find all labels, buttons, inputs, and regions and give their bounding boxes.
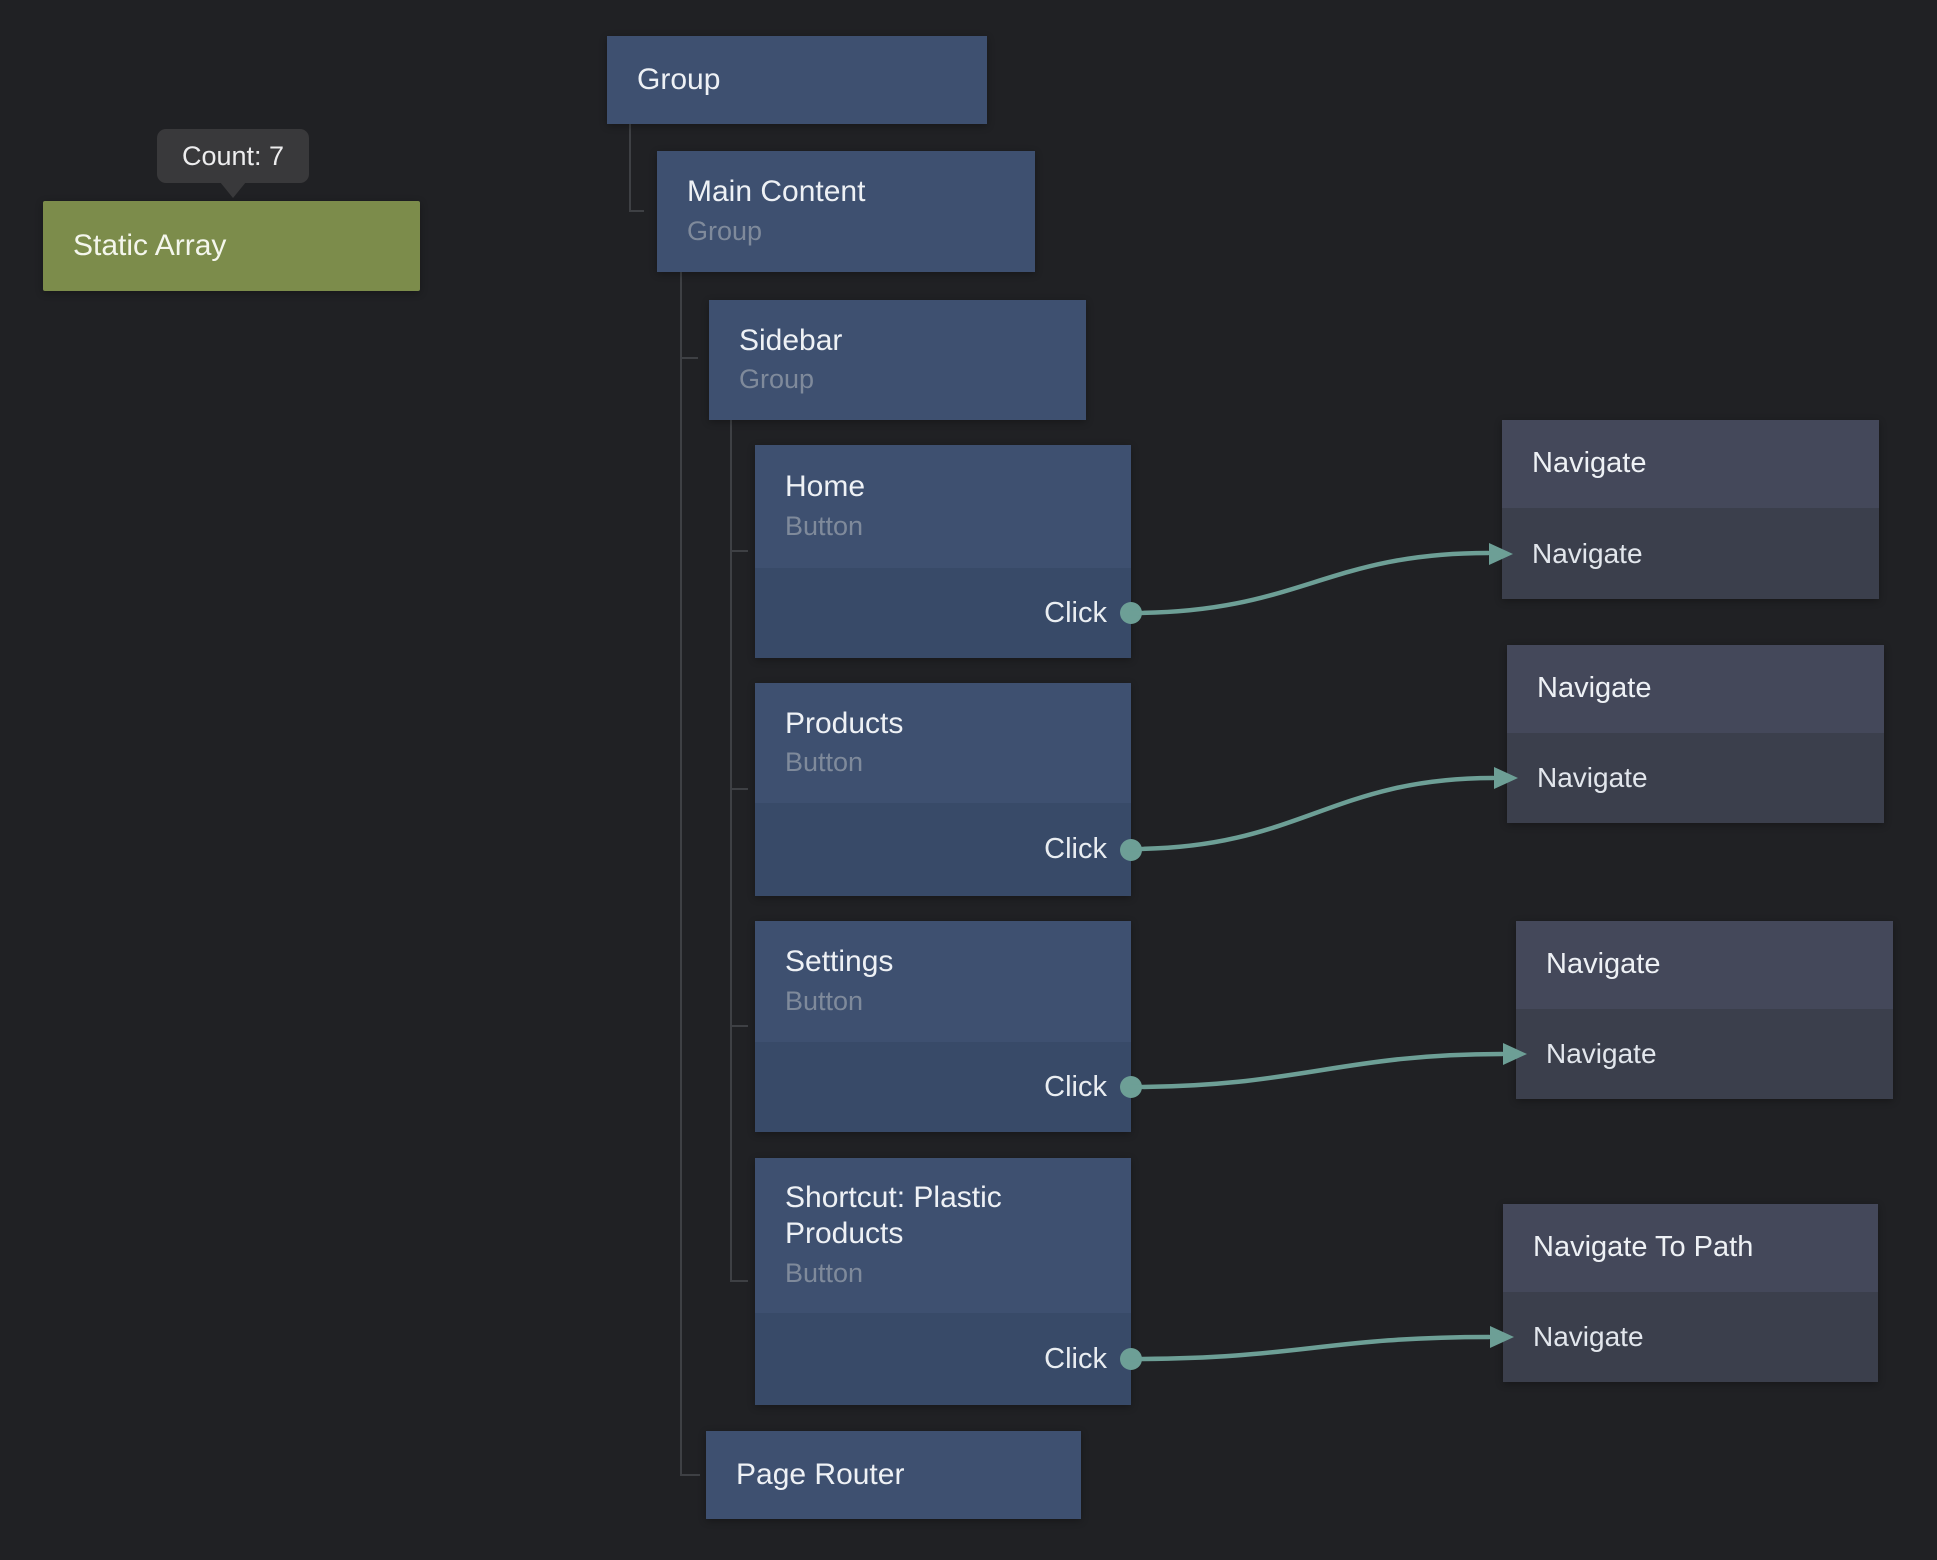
tooltip-arrow (220, 182, 246, 198)
static-array-header: Static Array (43, 201, 420, 291)
products-click-label: Click (1044, 833, 1107, 865)
products-click-output-port[interactable] (1120, 838, 1142, 861)
navigate-to-path-body: Navigate (1490, 1292, 1878, 1382)
main-content-header: Main Content Group (657, 151, 1035, 272)
navigate-1-title: Navigate (1532, 447, 1647, 480)
edge-products-click-to-navigate (1128, 775, 1496, 852)
count-tooltip-label: Count: 7 (181, 140, 285, 171)
home-header: Home Button (755, 445, 1131, 568)
home-body: Click (755, 568, 1142, 658)
navigate-2-title: Navigate (1537, 672, 1652, 705)
node-main-content[interactable]: Main Content Group (657, 151, 1035, 272)
main-content-subtitle: Group (687, 215, 763, 246)
home-title: Home (785, 470, 866, 504)
products-subtitle: Button (785, 747, 864, 778)
shortcut-subtitle: Button (785, 1258, 864, 1289)
navigate-1-input-label: Navigate (1532, 537, 1643, 569)
navigate-to-path-input-port[interactable] (1490, 1326, 1514, 1348)
settings-click-output-port[interactable] (1120, 1076, 1142, 1098)
settings-subtitle: Button (785, 985, 864, 1016)
navigate-2-input-row: Navigate (1494, 762, 1884, 794)
node-shortcut-button[interactable]: Shortcut: Plastic Products Button Click (755, 1158, 1142, 1405)
navigate-1-input-port[interactable] (1489, 542, 1513, 565)
navigate-to-path-header: Navigate To Path (1503, 1204, 1878, 1292)
node-navigate-3[interactable]: Navigate Navigate (1503, 921, 1893, 1099)
group-title: Group (637, 62, 721, 96)
settings-title: Settings (785, 945, 894, 979)
node-group[interactable]: Group (607, 36, 987, 124)
shortcut-title: Shortcut: Plastic Products (785, 1180, 1002, 1251)
shortcut-click-output-port[interactable] (1120, 1348, 1142, 1370)
products-header: Products Button (755, 683, 1131, 803)
page-router-title: Page Router (736, 1457, 905, 1491)
navigate-to-path-input-row: Navigate (1490, 1321, 1878, 1353)
products-body: Click (755, 803, 1142, 896)
navigate-1-input-row: Navigate (1489, 537, 1879, 570)
node-navigate-2[interactable]: Navigate Navigate (1494, 645, 1884, 823)
navigate-2-body: Navigate (1494, 733, 1884, 823)
navigate-2-input-port[interactable] (1494, 767, 1518, 789)
navigate-3-input-label: Navigate (1546, 1038, 1657, 1069)
navigate-1-header: Navigate (1502, 420, 1879, 508)
sidebar-title: Sidebar (739, 323, 843, 357)
products-title: Products (785, 706, 904, 740)
shortcut-click-label: Click (1044, 1342, 1107, 1375)
node-products-button[interactable]: Products Button Click (755, 683, 1142, 896)
home-click-label: Click (1044, 596, 1107, 629)
navigate-to-path-input-label: Navigate (1533, 1321, 1644, 1352)
navigate-3-title: Navigate (1546, 948, 1661, 981)
settings-click-row: Click (755, 1071, 1131, 1104)
navigate-3-header: Navigate (1516, 921, 1893, 1009)
page-router-header: Page Router (706, 1431, 1081, 1519)
navigate-to-path-title: Navigate To Path (1533, 1231, 1754, 1264)
home-click-row: Click (755, 597, 1131, 630)
node-sidebar[interactable]: Sidebar Group (709, 300, 1086, 420)
node-static-array[interactable]: Static Array (43, 201, 420, 291)
group-header: Group (607, 36, 987, 124)
navigate-2-input-label: Navigate (1537, 762, 1648, 793)
node-navigate-to-path[interactable]: Navigate To Path Navigate (1490, 1204, 1878, 1382)
main-content-title: Main Content (687, 175, 866, 209)
edge-shortcut-click-to-navigate (1128, 1334, 1492, 1362)
sidebar-subtitle: Group (739, 364, 815, 395)
navigate-3-input-row: Navigate (1503, 1038, 1893, 1070)
navigate-3-input-port[interactable] (1503, 1043, 1527, 1065)
node-settings-button[interactable]: Settings Button Click (755, 921, 1142, 1132)
navigate-2-header: Navigate (1507, 645, 1884, 733)
edge-home-click-to-navigate (1128, 550, 1491, 616)
edge-settings-click-to-navigate (1128, 1051, 1505, 1090)
products-click-row: Click (755, 833, 1131, 866)
shortcut-header: Shortcut: Plastic Products Button (755, 1158, 1131, 1313)
settings-click-label: Click (1044, 1070, 1107, 1103)
shortcut-click-row: Click (755, 1343, 1131, 1376)
settings-body: Click (755, 1042, 1142, 1132)
home-subtitle: Button (785, 510, 864, 541)
node-page-router[interactable]: Page Router (706, 1431, 1081, 1519)
node-navigate-1[interactable]: Navigate Navigate (1489, 420, 1879, 599)
count-tooltip: Count: 7 (157, 129, 309, 198)
navigate-1-body: Navigate (1489, 508, 1879, 599)
navigate-3-body: Navigate (1503, 1009, 1893, 1099)
node-home-button[interactable]: Home Button Click (755, 445, 1142, 658)
home-click-output-port[interactable] (1120, 602, 1142, 624)
shortcut-body: Click (755, 1313, 1142, 1405)
settings-header: Settings Button (755, 921, 1131, 1042)
sidebar-header: Sidebar Group (709, 300, 1086, 420)
static-array-title: Static Array (73, 228, 227, 262)
